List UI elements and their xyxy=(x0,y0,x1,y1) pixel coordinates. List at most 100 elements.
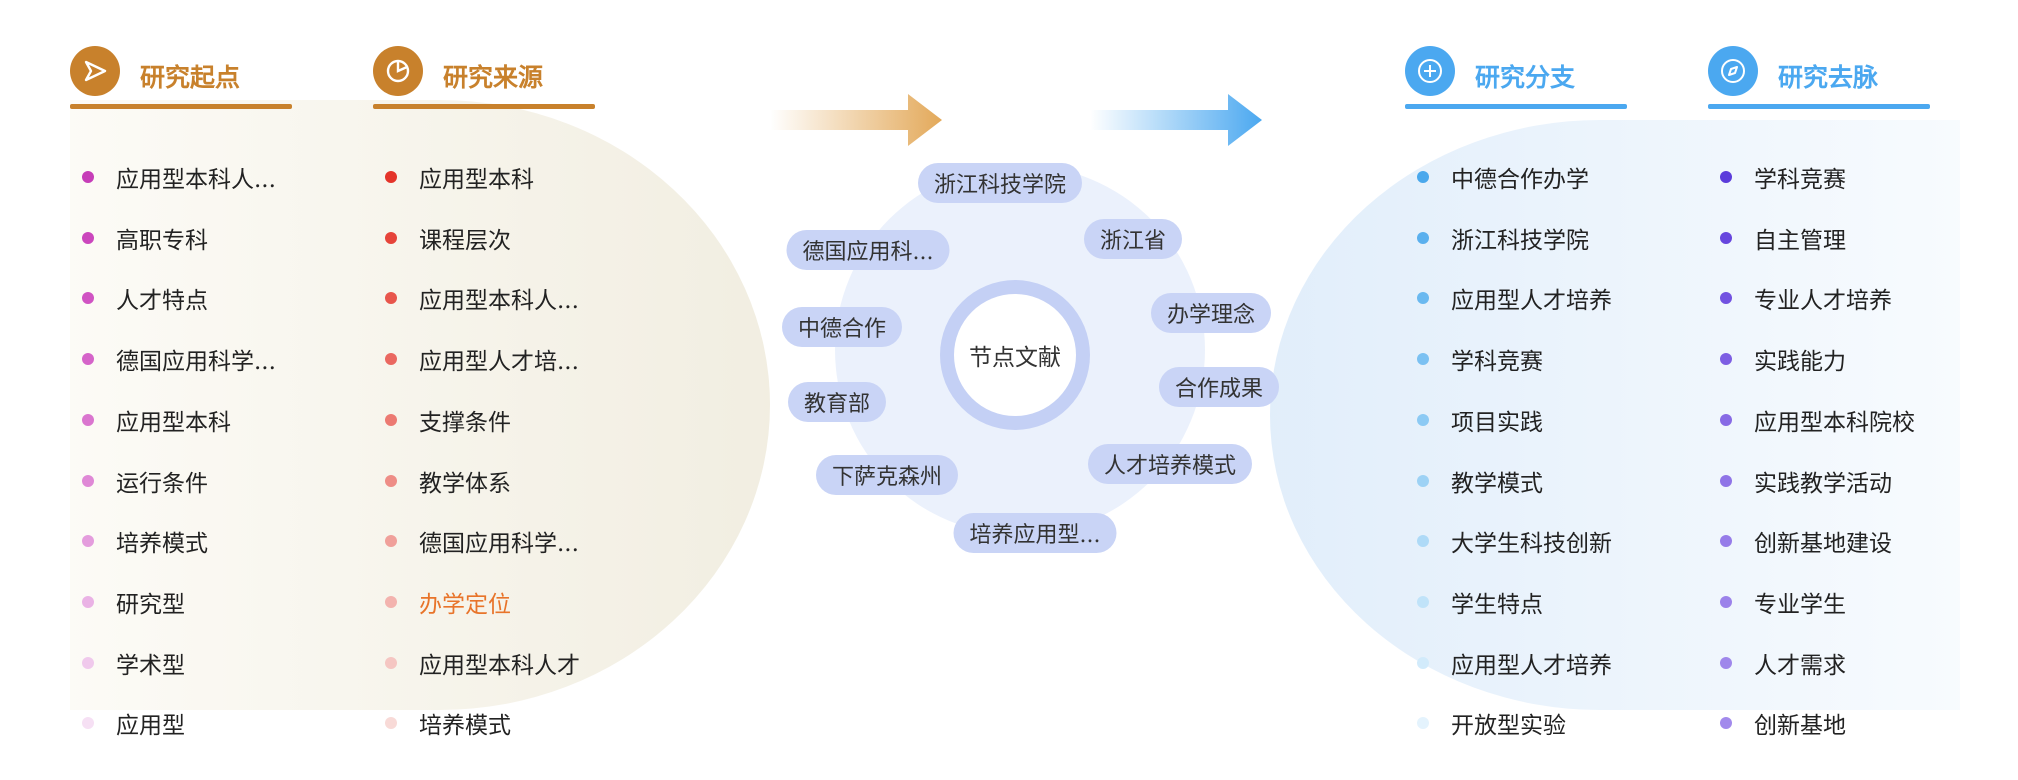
list-item[interactable]: 应用型本科人才 xyxy=(373,648,580,679)
keyword-node[interactable]: 合作成果 xyxy=(1158,367,1280,407)
bullet-dot xyxy=(1417,171,1429,183)
list-item-label: 专业人才培养 xyxy=(1754,288,1892,315)
list-item[interactable]: 人才特点 xyxy=(70,283,208,315)
column-header: 研究来源 xyxy=(373,46,595,109)
list-item[interactable]: 教学体系 xyxy=(373,466,511,497)
list-item-label: 运行条件 xyxy=(116,470,208,497)
bullet-dot xyxy=(1720,413,1732,426)
list-item[interactable]: 应用型 xyxy=(70,708,185,740)
list-item[interactable]: 人才需求 xyxy=(1708,648,1846,679)
list-item-label: 应用型 xyxy=(116,713,185,740)
column-underline xyxy=(1708,104,1930,109)
list-item[interactable]: 德国应用科学... xyxy=(70,344,276,375)
bullet-dot xyxy=(1417,292,1429,305)
list-item-label: 项目实践 xyxy=(1451,409,1543,436)
list-item[interactable]: 应用型本科人... xyxy=(373,283,579,314)
list-item-label: 应用型本科院校 xyxy=(1754,409,1915,436)
bullet-dot xyxy=(82,353,94,366)
list-item-label: 人才需求 xyxy=(1754,652,1846,679)
list-item[interactable]: 德国应用科学... xyxy=(373,526,579,557)
keyword-node[interactable]: 人才培养模式 xyxy=(1087,444,1253,484)
list-item[interactable]: 应用型人才培养 xyxy=(1405,648,1612,679)
compass-icon xyxy=(1708,46,1758,96)
keyword-node[interactable]: 教育部 xyxy=(787,382,887,422)
list-item[interactable]: 实践教学活动 xyxy=(1708,466,1892,497)
list-item[interactable]: 专业学生 xyxy=(1708,587,1846,618)
bullet-dot xyxy=(1720,171,1732,183)
bullet-dot xyxy=(1417,717,1429,730)
bullet-dot xyxy=(385,292,397,305)
list-item[interactable]: 运行条件 xyxy=(70,466,208,497)
bullet-dot xyxy=(1720,717,1732,730)
list-item-label: 学术型 xyxy=(116,652,185,679)
bullet-dot xyxy=(1720,292,1732,305)
list-item[interactable]: 培养模式 xyxy=(373,708,511,739)
arrow-right-blue-icon xyxy=(1090,94,1262,146)
keyword-node[interactable]: 培养应用型... xyxy=(953,513,1117,553)
list-item[interactable]: 应用型本科人... xyxy=(70,162,276,193)
bullet-dot xyxy=(1417,413,1429,426)
plus-circle-icon xyxy=(1405,46,1455,96)
list-item-label: 应用型人才培... xyxy=(419,349,579,376)
list-item[interactable]: 应用型人才培... xyxy=(373,344,579,376)
list-item[interactable]: 应用型本科 xyxy=(373,162,534,193)
list-item[interactable]: 中德合作办学 xyxy=(1405,162,1589,193)
list-item-label: 创新基地 xyxy=(1754,713,1846,740)
keyword-node[interactable]: 浙江省 xyxy=(1083,219,1183,259)
column-research-origin: 研究起点 应用型本科人... 高职专科人才特点德国应用科学... 应用型本科运行条件… xyxy=(70,46,292,739)
list-item[interactable]: 研究型 xyxy=(70,587,185,618)
list-item-label: 教学体系 xyxy=(419,470,511,497)
bullet-dot xyxy=(82,656,94,669)
list-item[interactable]: 支撑条件 xyxy=(373,405,511,436)
keyword-node[interactable]: 浙江科技学院 xyxy=(917,163,1083,203)
list-item[interactable]: 实践能力 xyxy=(1708,344,1846,376)
list-item[interactable]: 教学模式 xyxy=(1405,466,1543,497)
bullet-dot xyxy=(385,535,397,548)
keyword-node[interactable]: 下萨克森州 xyxy=(815,455,959,495)
bullet-dot xyxy=(1417,474,1429,487)
list-item[interactable]: 自主管理 xyxy=(1708,223,1846,254)
keyword-node[interactable]: 办学理念 xyxy=(1150,293,1272,333)
column-title: 研究来源 xyxy=(443,63,544,92)
list-item-label: 办学定位 xyxy=(419,591,511,618)
keyword-node[interactable]: 中德合作 xyxy=(781,307,903,347)
column-underline xyxy=(1405,104,1627,109)
list-item[interactable]: 开放型实验 xyxy=(1405,708,1566,739)
list-item[interactable]: 学生特点 xyxy=(1405,587,1543,618)
list-item[interactable]: 创新基地建设 xyxy=(1708,526,1892,557)
bullet-dot xyxy=(1417,231,1429,244)
keyword-node[interactable]: 德国应用科... xyxy=(786,230,950,270)
list-item[interactable]: 大学生科技创新 xyxy=(1405,526,1612,557)
list-item-label: 人才特点 xyxy=(116,288,208,315)
list-item-label: 自主管理 xyxy=(1754,227,1846,254)
bullet-dot xyxy=(1417,656,1429,669)
list-item[interactable]: 浙江科技学院 xyxy=(1405,223,1589,254)
bullet-dot xyxy=(1417,595,1429,608)
right-background-shape xyxy=(1270,120,1960,710)
list-item[interactable]: 学科竞赛 xyxy=(1708,162,1846,193)
list-item[interactable]: 高职专科 xyxy=(70,223,208,254)
list-item[interactable]: 课程层次 xyxy=(373,223,511,254)
list-item[interactable]: 学科竞赛 xyxy=(1405,344,1543,375)
bullet-dot xyxy=(82,595,94,608)
bullet-dot xyxy=(82,413,94,426)
bullet-dot xyxy=(385,413,397,426)
column-title: 研究起点 xyxy=(140,63,241,92)
list-item[interactable]: 应用型本科 xyxy=(70,405,231,436)
list-item[interactable]: 办学定位 xyxy=(373,587,511,618)
list-item[interactable]: 学术型 xyxy=(70,648,185,679)
list-item[interactable]: 创新基地 xyxy=(1708,708,1846,740)
list-item[interactable]: 专业人才培养 xyxy=(1708,283,1892,315)
column-header: 研究起点 xyxy=(70,46,292,109)
bullet-dot xyxy=(385,171,397,183)
list-item[interactable]: 培养模式 xyxy=(70,526,208,557)
list-item[interactable]: 项目实践 xyxy=(1405,405,1543,436)
list-item-label: 教学模式 xyxy=(1451,470,1543,497)
list-item-label: 应用型人才培养 xyxy=(1451,288,1612,315)
list-item-label: 学科竞赛 xyxy=(1754,167,1846,193)
list-item[interactable]: 应用型人才培养 xyxy=(1405,283,1612,315)
bullet-dot xyxy=(1720,353,1732,366)
list-item-label: 实践能力 xyxy=(1754,349,1846,376)
bullet-dot xyxy=(82,717,94,730)
list-item[interactable]: 应用型本科院校 xyxy=(1708,405,1915,436)
